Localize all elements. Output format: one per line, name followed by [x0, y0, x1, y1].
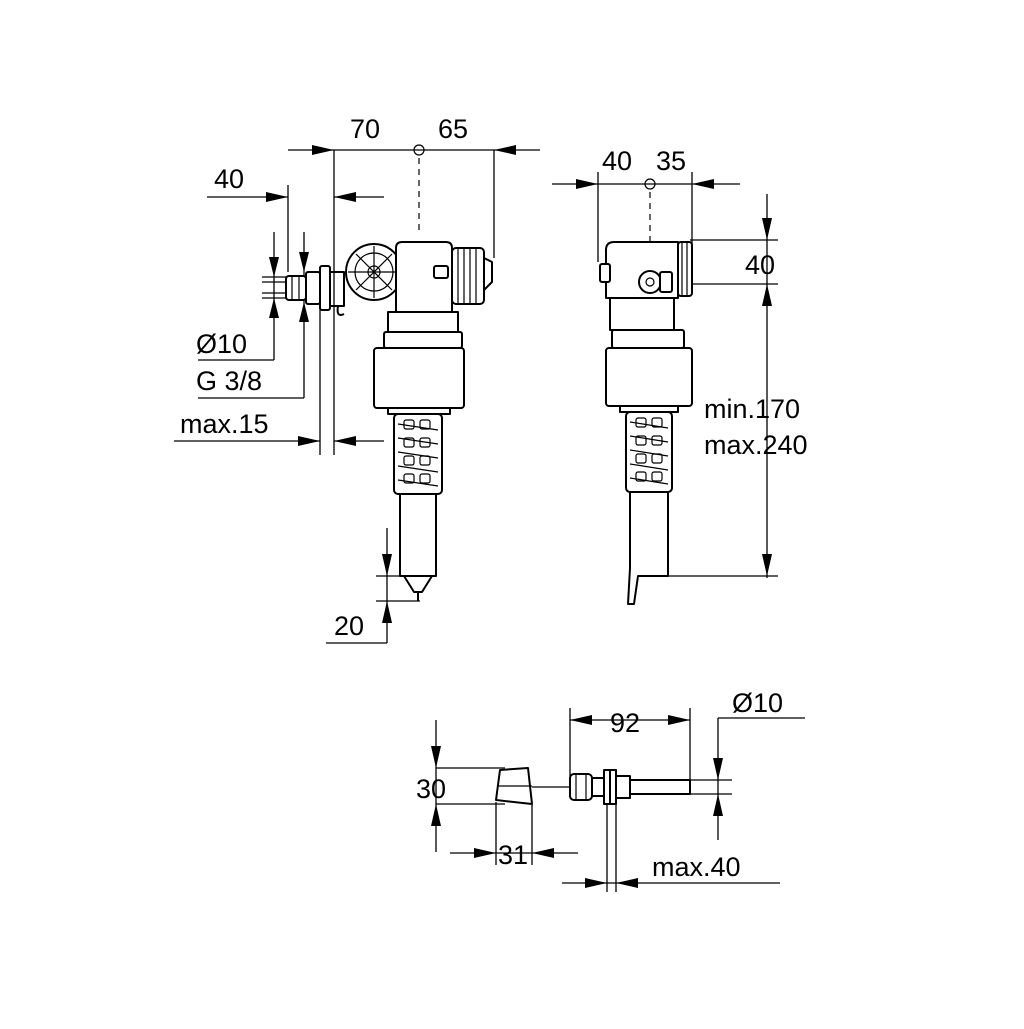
dimension-labels: 70 65 40 Ø10 G 3/8 max.15 20 40 35 40 mi…	[180, 114, 808, 882]
label-dia10-side: Ø10	[196, 329, 247, 359]
label-65: 65	[438, 114, 468, 144]
label-g38: G 3/8	[196, 366, 262, 396]
label-92: 92	[610, 708, 640, 738]
label-dia10-connector: Ø10	[732, 688, 783, 718]
label-31: 31	[498, 840, 528, 870]
label-40-front: 40	[602, 146, 632, 176]
side-view	[174, 144, 540, 644]
label-40-height: 40	[745, 250, 775, 280]
label-70: 70	[350, 114, 380, 144]
label-35: 35	[656, 146, 686, 176]
label-20: 20	[334, 611, 364, 641]
label-max15: max.15	[180, 409, 269, 439]
front-view	[552, 172, 778, 605]
connector-view	[431, 708, 805, 892]
label-max240: max.240	[704, 430, 808, 460]
label-max40: max.40	[652, 852, 741, 882]
label-30: 30	[416, 774, 446, 804]
label-min170: min.170	[704, 394, 800, 424]
label-40-side: 40	[214, 164, 244, 194]
